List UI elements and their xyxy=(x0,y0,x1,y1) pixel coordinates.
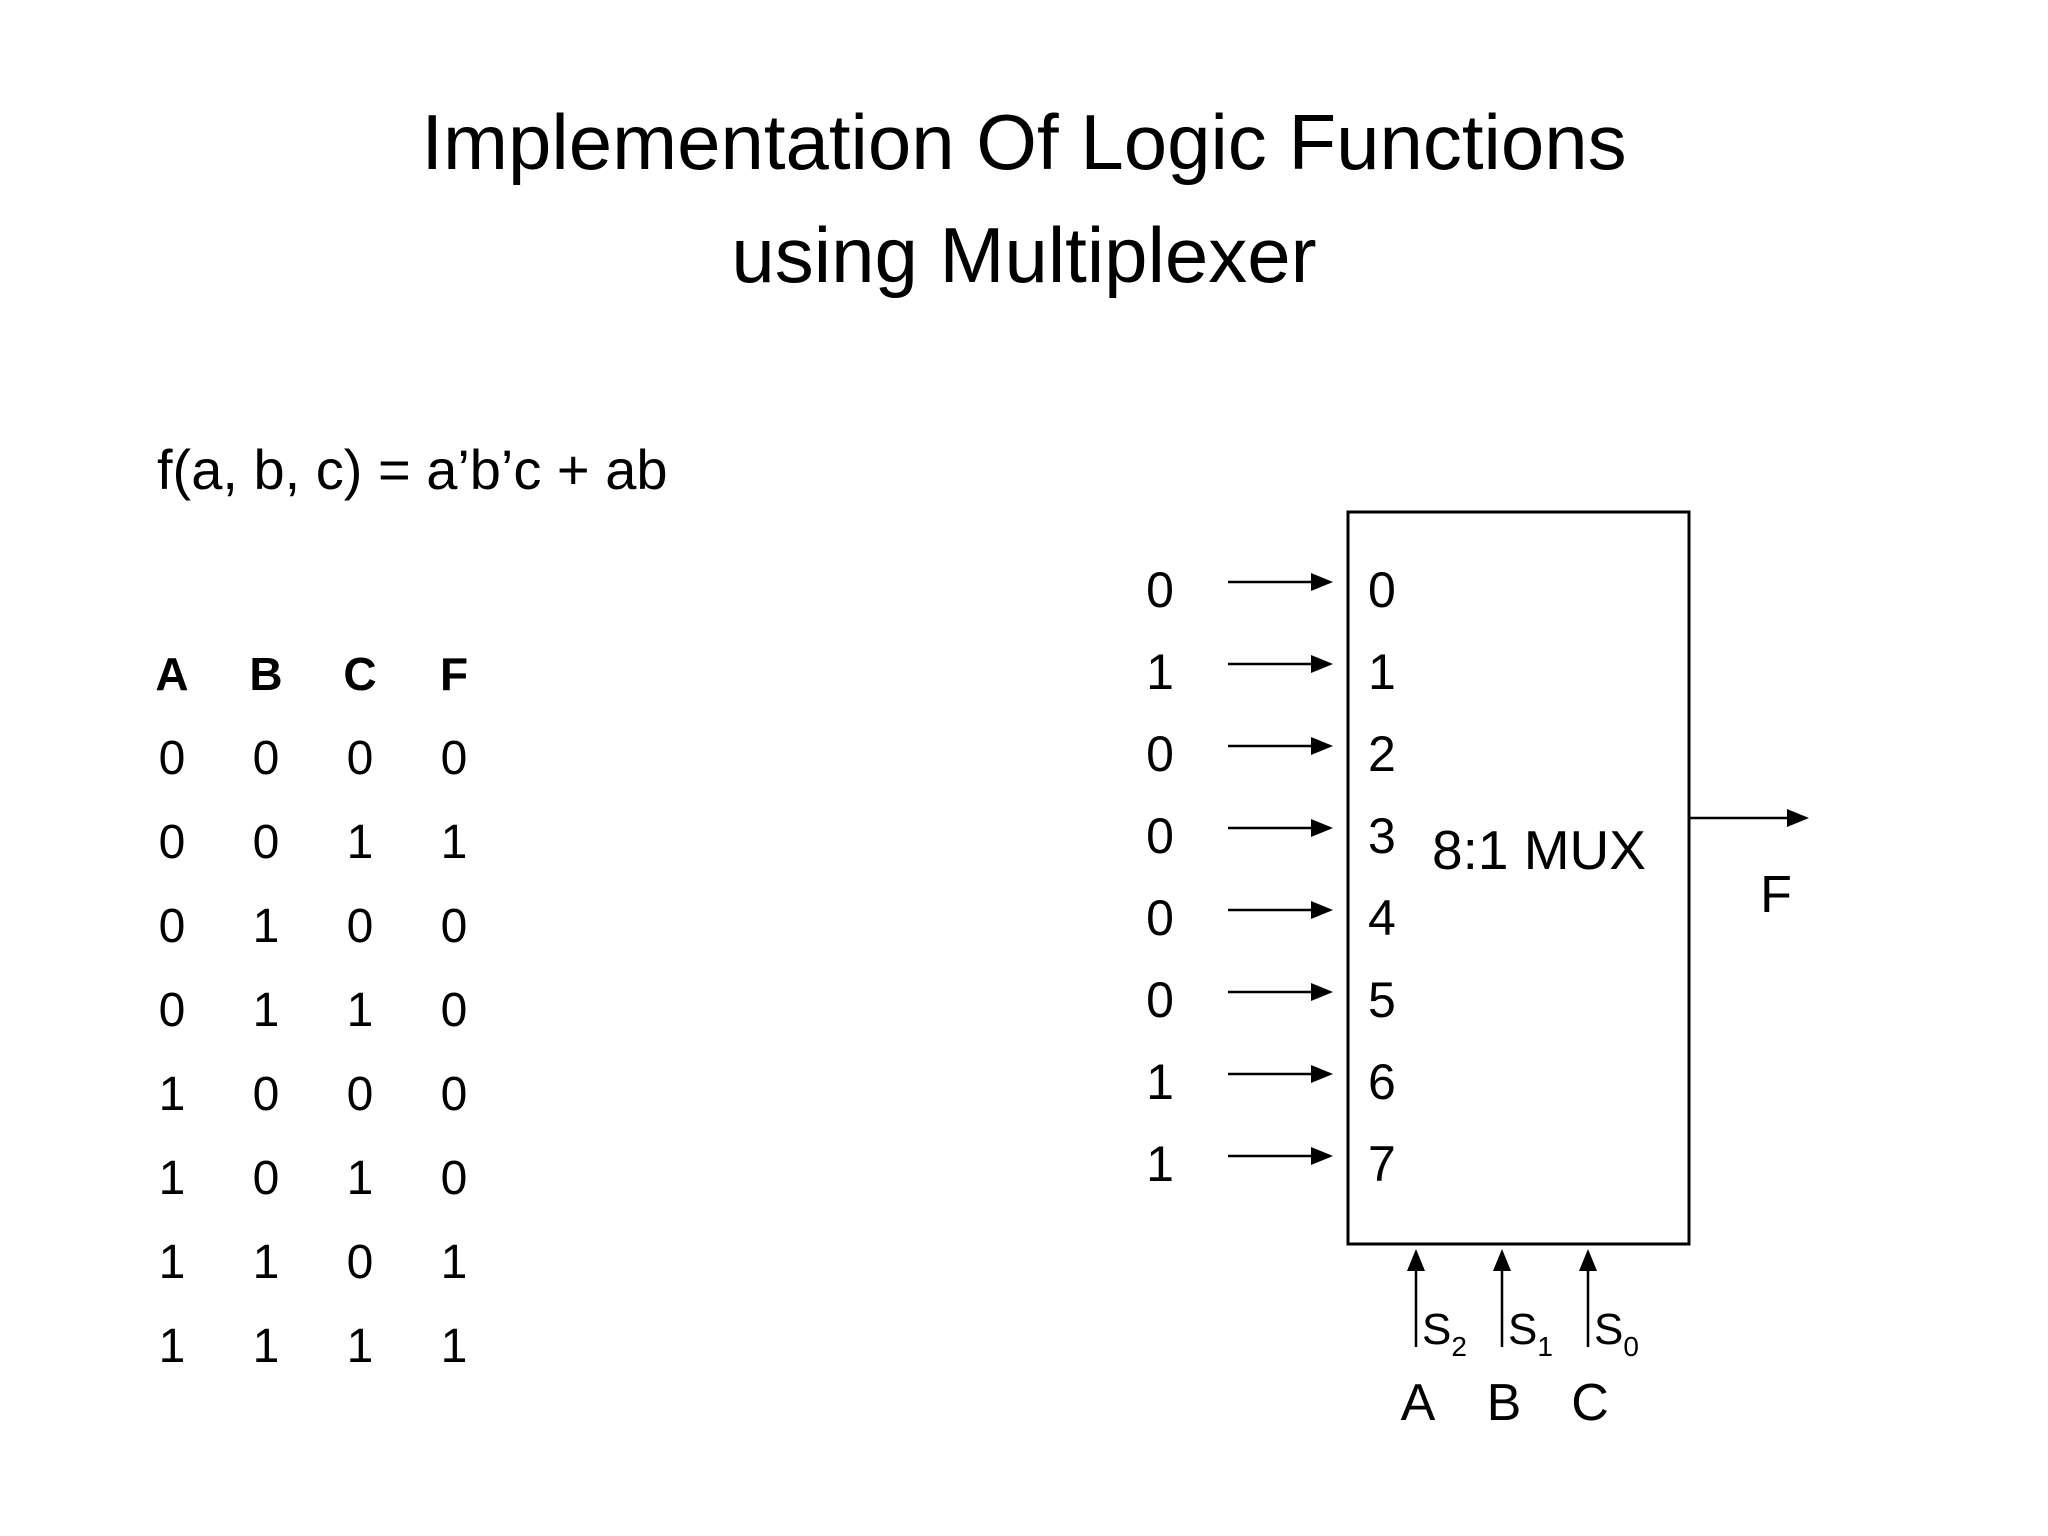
mux-select-label: S1 xyxy=(1508,1302,1553,1363)
mux-select-name: S xyxy=(1422,1305,1452,1354)
mux-select-name: S xyxy=(1594,1305,1624,1354)
truth-table-header: B xyxy=(249,648,283,700)
mux-input-value: 0 xyxy=(1146,890,1174,946)
logic-function-formula: f(a, b, c) = a’b’c + ab xyxy=(157,438,668,501)
truth-table-cell: 0 xyxy=(158,899,186,953)
truth-table-cell: 0 xyxy=(346,1235,374,1289)
truth-table-header: A xyxy=(155,648,189,700)
mux-input-value: 1 xyxy=(1146,1136,1174,1192)
mux-input-value: 1 xyxy=(1146,1054,1174,1110)
mux-port-number: 2 xyxy=(1368,726,1396,782)
truth-table-cell: 1 xyxy=(158,1151,186,1205)
mux-input-value: 0 xyxy=(1146,726,1174,782)
truth-table-cell: 0 xyxy=(252,731,280,785)
mux-input-value: 0 xyxy=(1146,562,1174,618)
truth-table-cell: 0 xyxy=(440,1067,468,1121)
truth-table-header: F xyxy=(439,648,469,700)
truth-table-cell: 0 xyxy=(440,899,468,953)
mux-select-subscript: 1 xyxy=(1537,1331,1553,1362)
slide-title-line1: Implementation Of Logic Functions xyxy=(421,98,1627,186)
mux-box xyxy=(1346,510,1691,1246)
truth-table-header: C xyxy=(343,648,377,700)
truth-table-cell: 1 xyxy=(158,1319,186,1373)
truth-table-cell: 0 xyxy=(252,1151,280,1205)
mux-input-value: 0 xyxy=(1146,808,1174,864)
truth-table-cell: 1 xyxy=(346,983,374,1037)
truth-table-cell: 0 xyxy=(440,983,468,1037)
mux-name-label: 8:1 MUX xyxy=(1432,819,1646,881)
mux-port-number: 0 xyxy=(1368,562,1396,618)
truth-table-cell: 1 xyxy=(252,1319,280,1373)
truth-table-cell: 1 xyxy=(440,1235,468,1289)
mux-port-number: 5 xyxy=(1368,972,1396,1028)
truth-table-cell: 1 xyxy=(440,1319,468,1373)
truth-table-cell: 0 xyxy=(440,731,468,785)
truth-table-cell: 1 xyxy=(158,1235,186,1289)
truth-table-cell: 1 xyxy=(252,899,280,953)
mux-select-signal: A xyxy=(1400,1374,1436,1432)
truth-table-cell: 0 xyxy=(252,815,280,869)
mux-select-subscript: 0 xyxy=(1623,1331,1639,1362)
mux-port-number: 4 xyxy=(1368,890,1396,946)
truth-table-cell: 1 xyxy=(440,815,468,869)
mux-port-number: 6 xyxy=(1368,1054,1396,1110)
mux-select-signal: B xyxy=(1486,1374,1522,1432)
truth-table-cell: 0 xyxy=(440,1151,468,1205)
mux-input-value: 1 xyxy=(1146,644,1174,700)
truth-table-cell: 0 xyxy=(158,983,186,1037)
truth-table-cell: 0 xyxy=(158,815,186,869)
mux-select-label: S2 xyxy=(1422,1302,1467,1363)
truth-table-cell: 0 xyxy=(158,731,186,785)
mux-output-label: F xyxy=(1760,866,1792,924)
slide-title-line2: using Multiplexer xyxy=(731,211,1317,299)
mux-port-number: 7 xyxy=(1368,1136,1396,1192)
truth-table-cell: 0 xyxy=(346,899,374,953)
truth-table-cell: 1 xyxy=(346,815,374,869)
mux-input-value: 0 xyxy=(1146,972,1174,1028)
truth-table-cell: 1 xyxy=(346,1151,374,1205)
truth-table-cell: 1 xyxy=(346,1319,374,1373)
truth-table-cell: 1 xyxy=(252,983,280,1037)
mux-select-label: S0 xyxy=(1594,1302,1639,1363)
mux-select-name: S xyxy=(1508,1305,1538,1354)
mux-port-number: 3 xyxy=(1368,808,1396,864)
mux-select-signal: C xyxy=(1571,1374,1609,1432)
truth-table-cell: 0 xyxy=(346,731,374,785)
mux-select-subscript: 2 xyxy=(1451,1331,1467,1362)
truth-table-cell: 0 xyxy=(252,1067,280,1121)
mux-port-number: 1 xyxy=(1368,644,1396,700)
truth-table-cell: 1 xyxy=(158,1067,186,1121)
truth-table: A B C F 0 0 0 0 0 0 1 1 0 1 0 0 0 1 1 0 1 0 0 0 1 0 1 0 1 1 0 1 1 1 1 1 xyxy=(125,632,501,1388)
slide-title: Implementation Of Logic Functions using … xyxy=(0,86,2048,312)
truth-table-cell: 0 xyxy=(346,1067,374,1121)
truth-table-cell: 1 xyxy=(252,1235,280,1289)
